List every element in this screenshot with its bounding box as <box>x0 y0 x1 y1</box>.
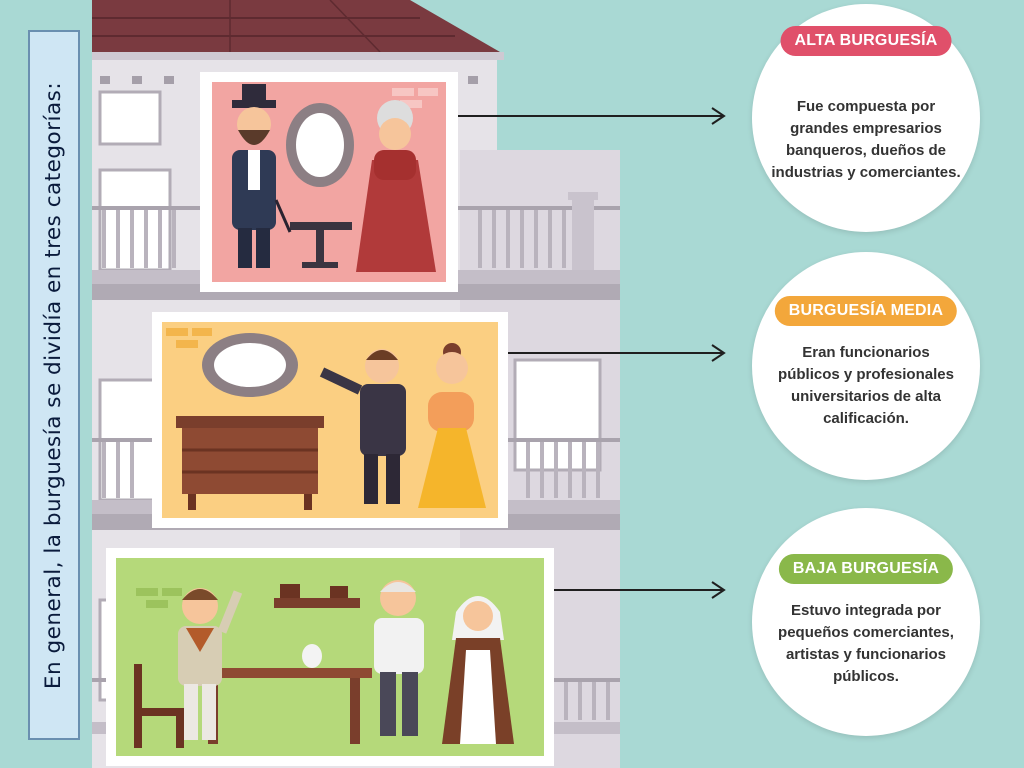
roof <box>92 0 500 52</box>
card-baja-burguesia: BAJA BURGUESÍA Estuvo integrada por pequ… <box>752 508 980 736</box>
card-burguesia-media: BURGUESÍA MEDIA Eran funcionarios públic… <box>752 252 980 480</box>
side-title: En general, la burguesía se dividía en t… <box>41 81 67 689</box>
desc-baja-burguesia: Estuvo integrada por pequeños comerciant… <box>778 602 954 685</box>
side-title-box: En general, la burguesía se dividía en t… <box>28 30 80 740</box>
badge-burguesia-media: BURGUESÍA MEDIA <box>774 296 958 326</box>
desc-alta-burguesia: Fue compuesta por grandes empresarios ba… <box>771 98 961 181</box>
desc-burguesia-media: Eran funcionarios públicos y profesional… <box>778 344 954 427</box>
middle-class-family-illustration <box>152 312 508 528</box>
card-alta-burguesia: ALTA BURGUESÍA Fue compuesta por grandes… <box>752 4 980 232</box>
badge-baja-burguesia: BAJA BURGUESÍA <box>778 554 954 584</box>
badge-alta-burguesia: ALTA BURGUESÍA <box>780 26 952 56</box>
upper-class-family-illustration <box>200 72 458 292</box>
lower-class-family-illustration <box>106 548 554 766</box>
